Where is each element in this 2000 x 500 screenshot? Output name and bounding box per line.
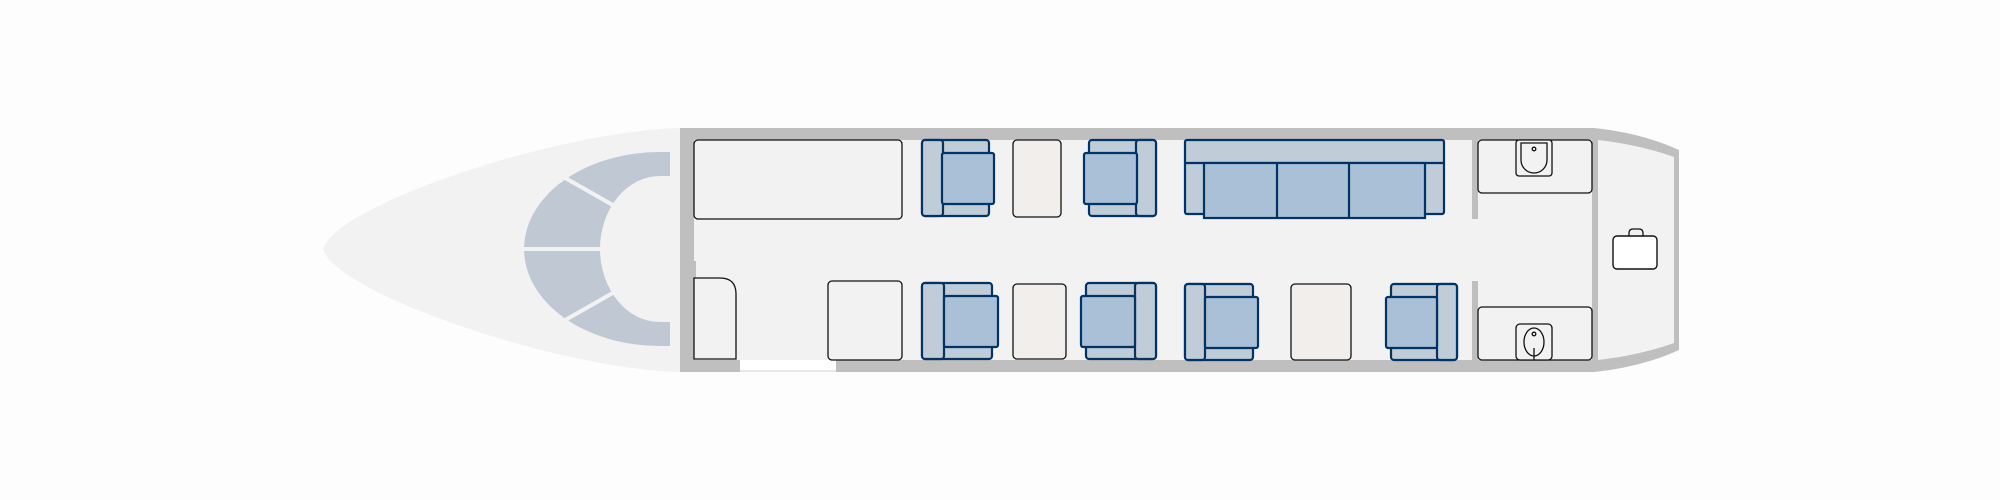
lavatory-partition-top [1472,140,1478,219]
sink-icon [1515,139,1553,177]
table-1 [1012,139,1062,218]
forward-galley [693,139,903,220]
table-3 [1290,283,1352,361]
toilet-icon [1515,323,1553,361]
table-2 [1012,283,1067,360]
credenza-cabinet [827,280,903,361]
seat-1c[interactable] [920,281,1000,361]
forward-bulkhead-bump [690,261,696,337]
entry-door[interactable] [740,360,836,372]
seat-3c[interactable] [1183,282,1260,362]
seat-2c[interactable] [1079,281,1158,361]
lavatory-partition-bottom [1472,281,1478,360]
forward-closet [693,277,737,360]
seat-4c[interactable] [1384,282,1459,362]
aft-bulkhead [1592,140,1598,360]
seat-1a[interactable] [920,138,996,218]
divan-sofa[interactable] [1183,138,1446,220]
nose-lounge-seating [515,152,670,346]
luggage-icon [1612,228,1658,270]
seat-2a[interactable] [1082,138,1158,218]
